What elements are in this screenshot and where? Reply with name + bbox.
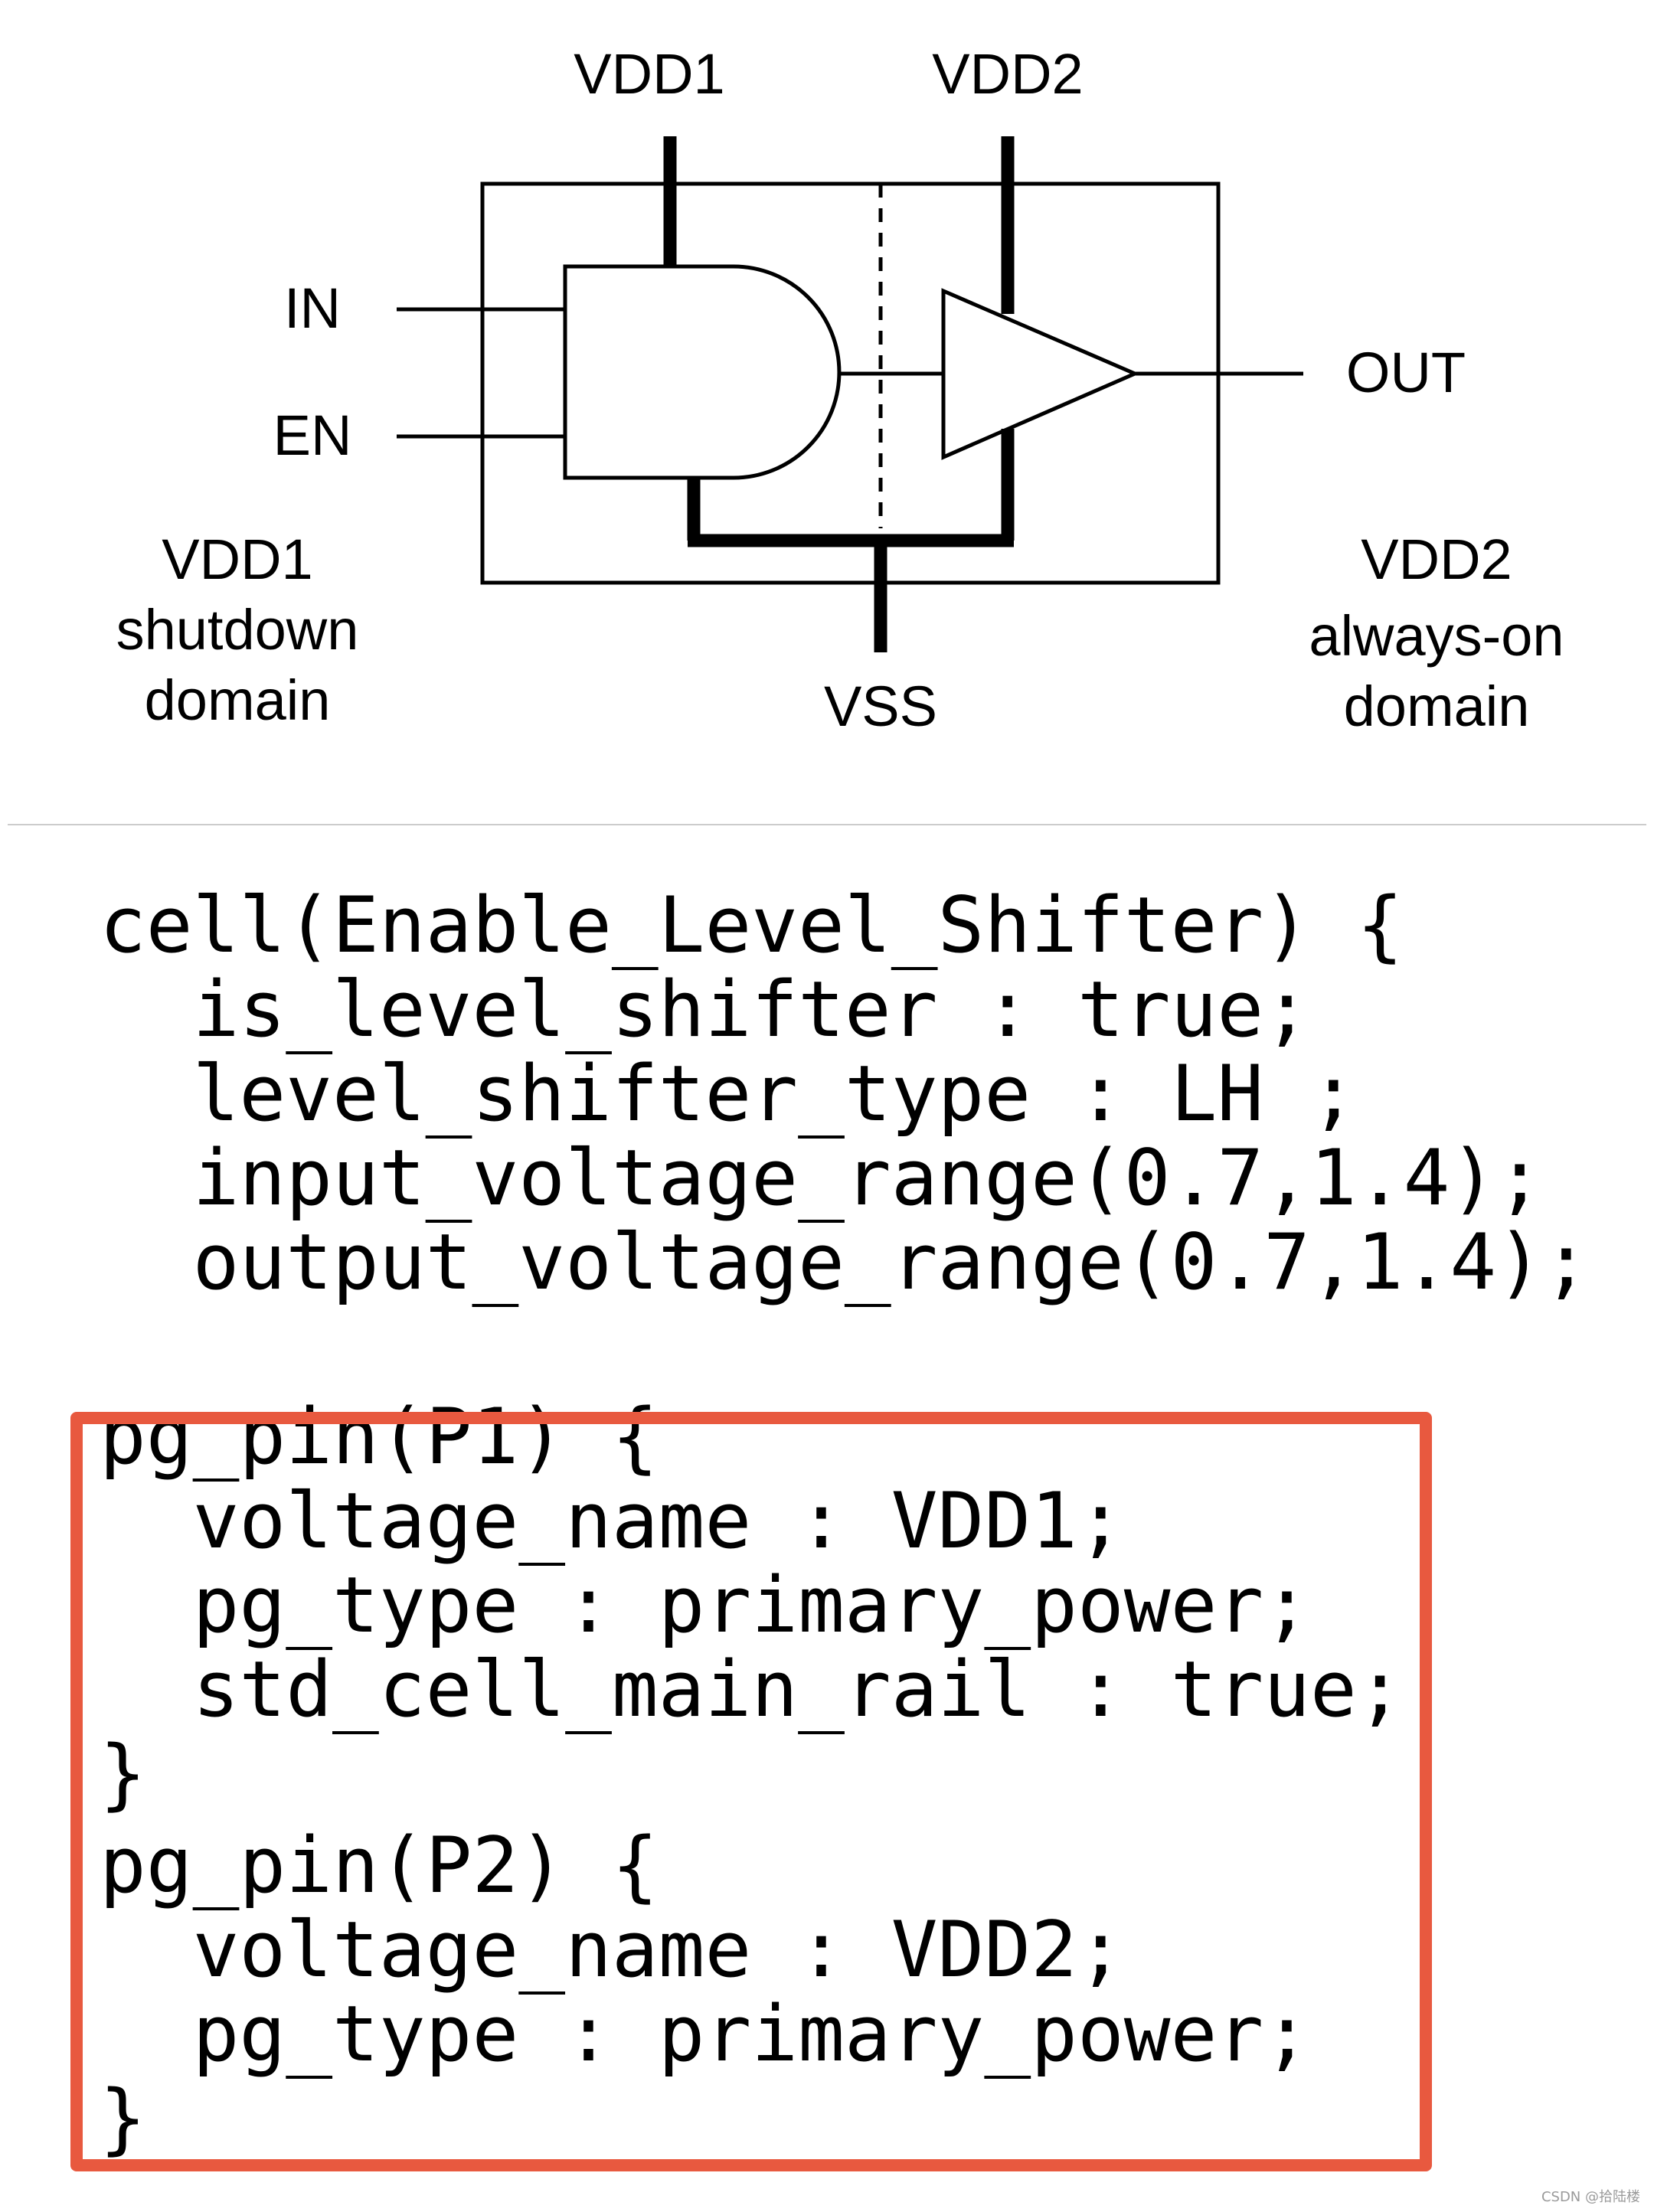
and-gate [563,264,842,480]
right-domain-line-2: always-on [1309,604,1564,668]
code-line-std-cell-main-rail: std_cell_main_rail : true; [100,1644,1404,1734]
code-line-is-level-shifter: is_level_shifter : true; [100,964,1310,1054]
code-line-pg-pin-p2: pg_pin(P2) { [100,1820,659,1910]
left-domain-line-1: VDD1 [162,528,312,591]
vdd2-label: VDD2 [932,42,1083,106]
code-line-output-voltage-range: output_voltage_range(0.7,1.4); [100,1217,1590,1307]
level-shifter-diagram: VDD1 VDD2 IN EN OUT VSS VDD1 shutdown do… [116,42,1564,738]
code-line-close-p2: } [100,2073,146,2163]
left-domain-line-3: domain [145,668,331,732]
en-label: EN [273,404,352,467]
code-line-voltage-name-vdd1: voltage_name : VDD1; [100,1475,1124,1566]
right-domain-line-3: domain [1344,675,1530,738]
code-line-level-shifter-type: level_shifter_type : LH ; [100,1048,1357,1139]
section-divider [8,824,1646,825]
vdd1-label: VDD1 [574,42,724,106]
highlight-box [70,1412,1432,2171]
code-line-pg-type-p2: pg_type : primary_power; [100,1988,1310,2079]
code-line-close-p1: } [100,1728,146,1818]
out-label: OUT [1346,341,1466,404]
code-line-voltage-name-vdd2: voltage_name : VDD2; [100,1904,1124,1995]
code-line-pg-pin-p1: pg_pin(P1) { [100,1391,659,1482]
code-line-input-voltage-range: input_voltage_range(0.7,1.4); [100,1132,1544,1223]
code-line-pg-type-p1: pg_type : primary_power; [100,1560,1310,1650]
in-label: IN [284,276,341,340]
buffer-triangle [941,288,1140,460]
left-domain-line-2: shutdown [116,598,359,662]
vss-label: VSS [824,675,937,738]
right-domain-line-1: VDD2 [1361,528,1512,591]
cell-boundary [480,181,1221,585]
code-line-cell: cell(Enable_Level_Shifter) { [100,880,1404,970]
watermark: CSDN @拾陆楼 [1541,2189,1640,2205]
